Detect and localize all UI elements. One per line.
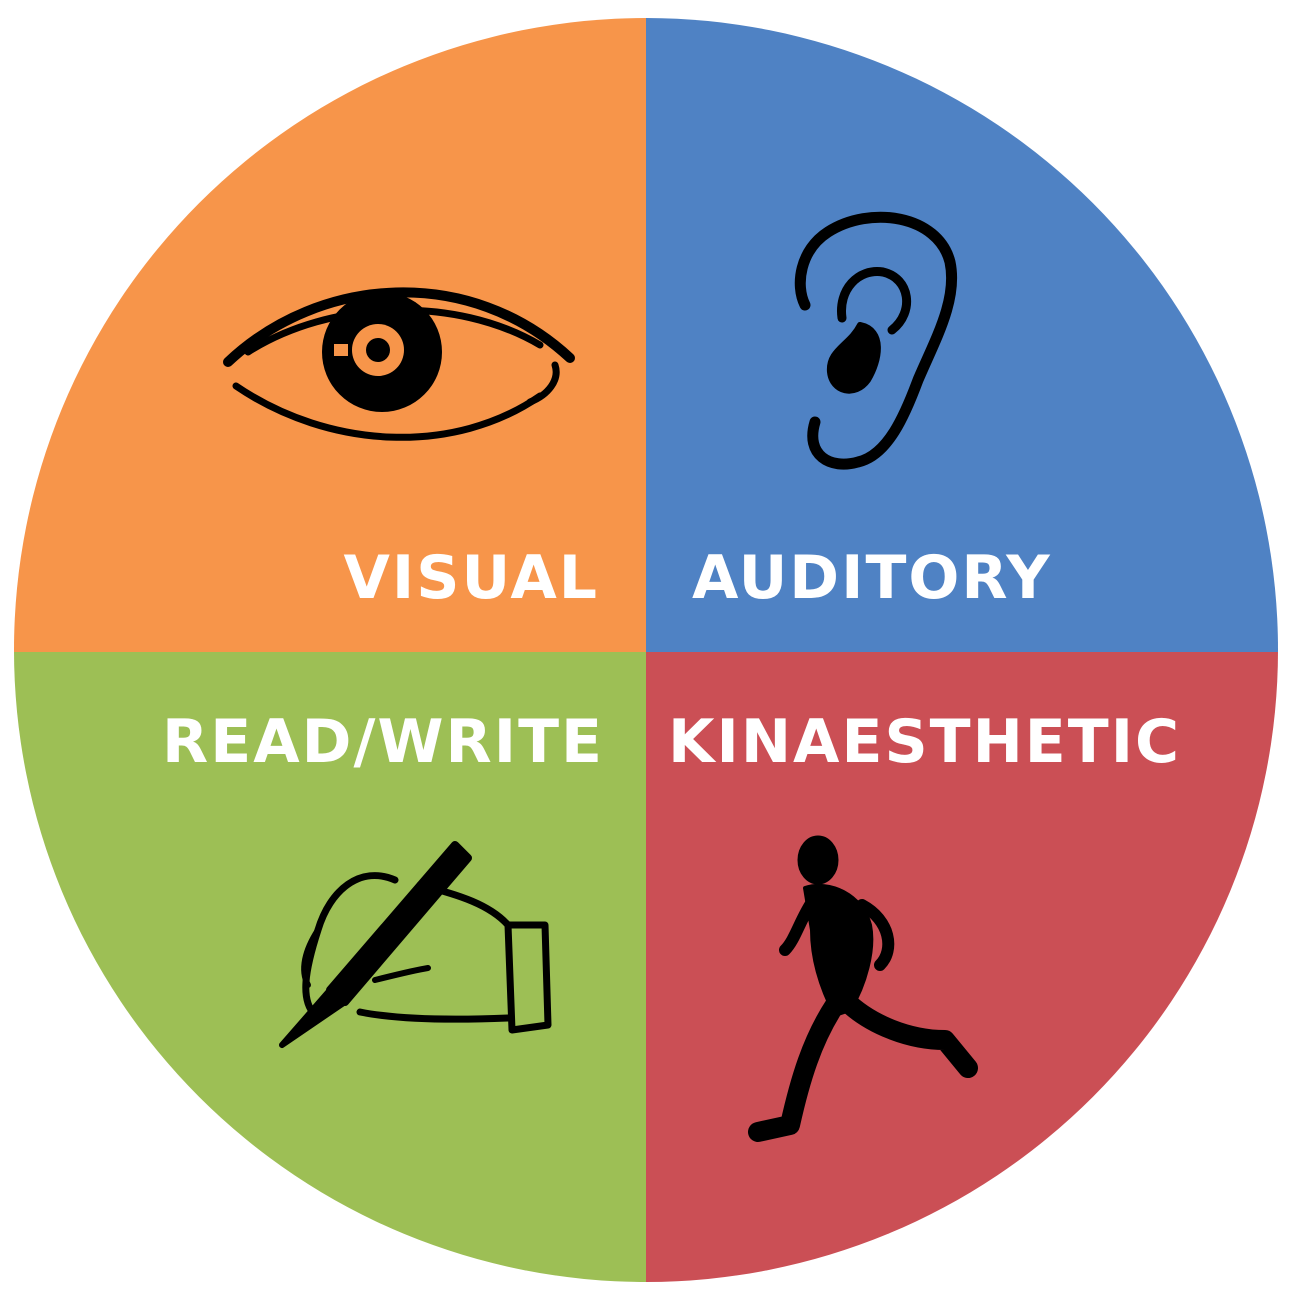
label-kinaesthetic: KINAESTHETIC: [668, 707, 1181, 777]
eye-icon: [223, 287, 575, 441]
label-auditory: AUDITORY: [692, 543, 1052, 613]
hand-writing-icon: [279, 841, 552, 1048]
label-readwrite: READ/WRITE: [162, 707, 604, 777]
ear-icon: [794, 211, 958, 470]
running-person-icon: [748, 835, 978, 1142]
label-visual: VISUAL: [343, 543, 599, 613]
